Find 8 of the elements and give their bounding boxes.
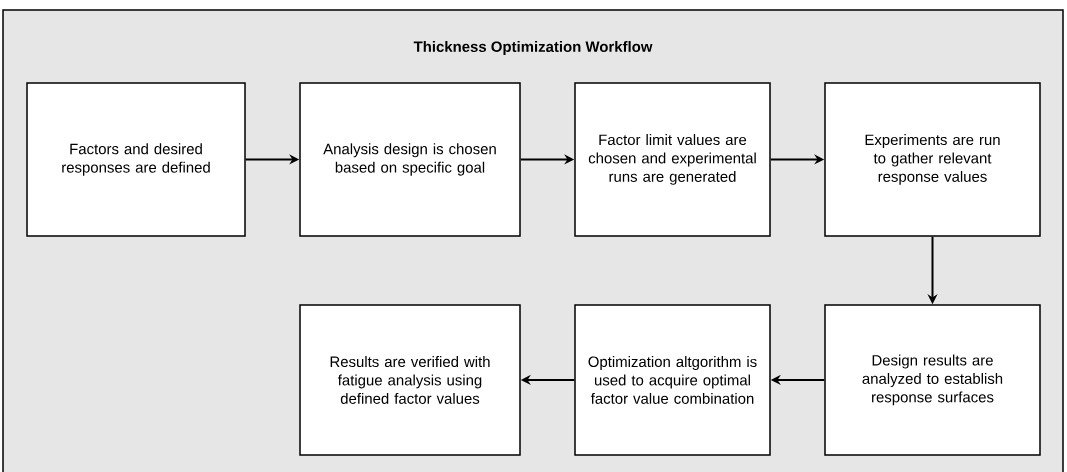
process-box: Factor limit values are chosen and experimental runs are generated <box>574 82 771 237</box>
process-box: Optimization altgorithm is used to acquire optimal factor value combination <box>574 304 771 456</box>
process-box: Experiments are run to gather relevant response values <box>824 82 1041 237</box>
process-box: Factors and desired responses are defined <box>26 82 246 237</box>
title: Thickness Optimization Workflow <box>413 41 653 55</box>
process-box: Analysis design is chosen based on specific goal <box>299 82 521 237</box>
process-box: Design results are analyzed to establish response surfaces <box>824 304 1041 456</box>
process-box: Results are verified with fatigue analysis using defined factor values <box>299 304 521 456</box>
